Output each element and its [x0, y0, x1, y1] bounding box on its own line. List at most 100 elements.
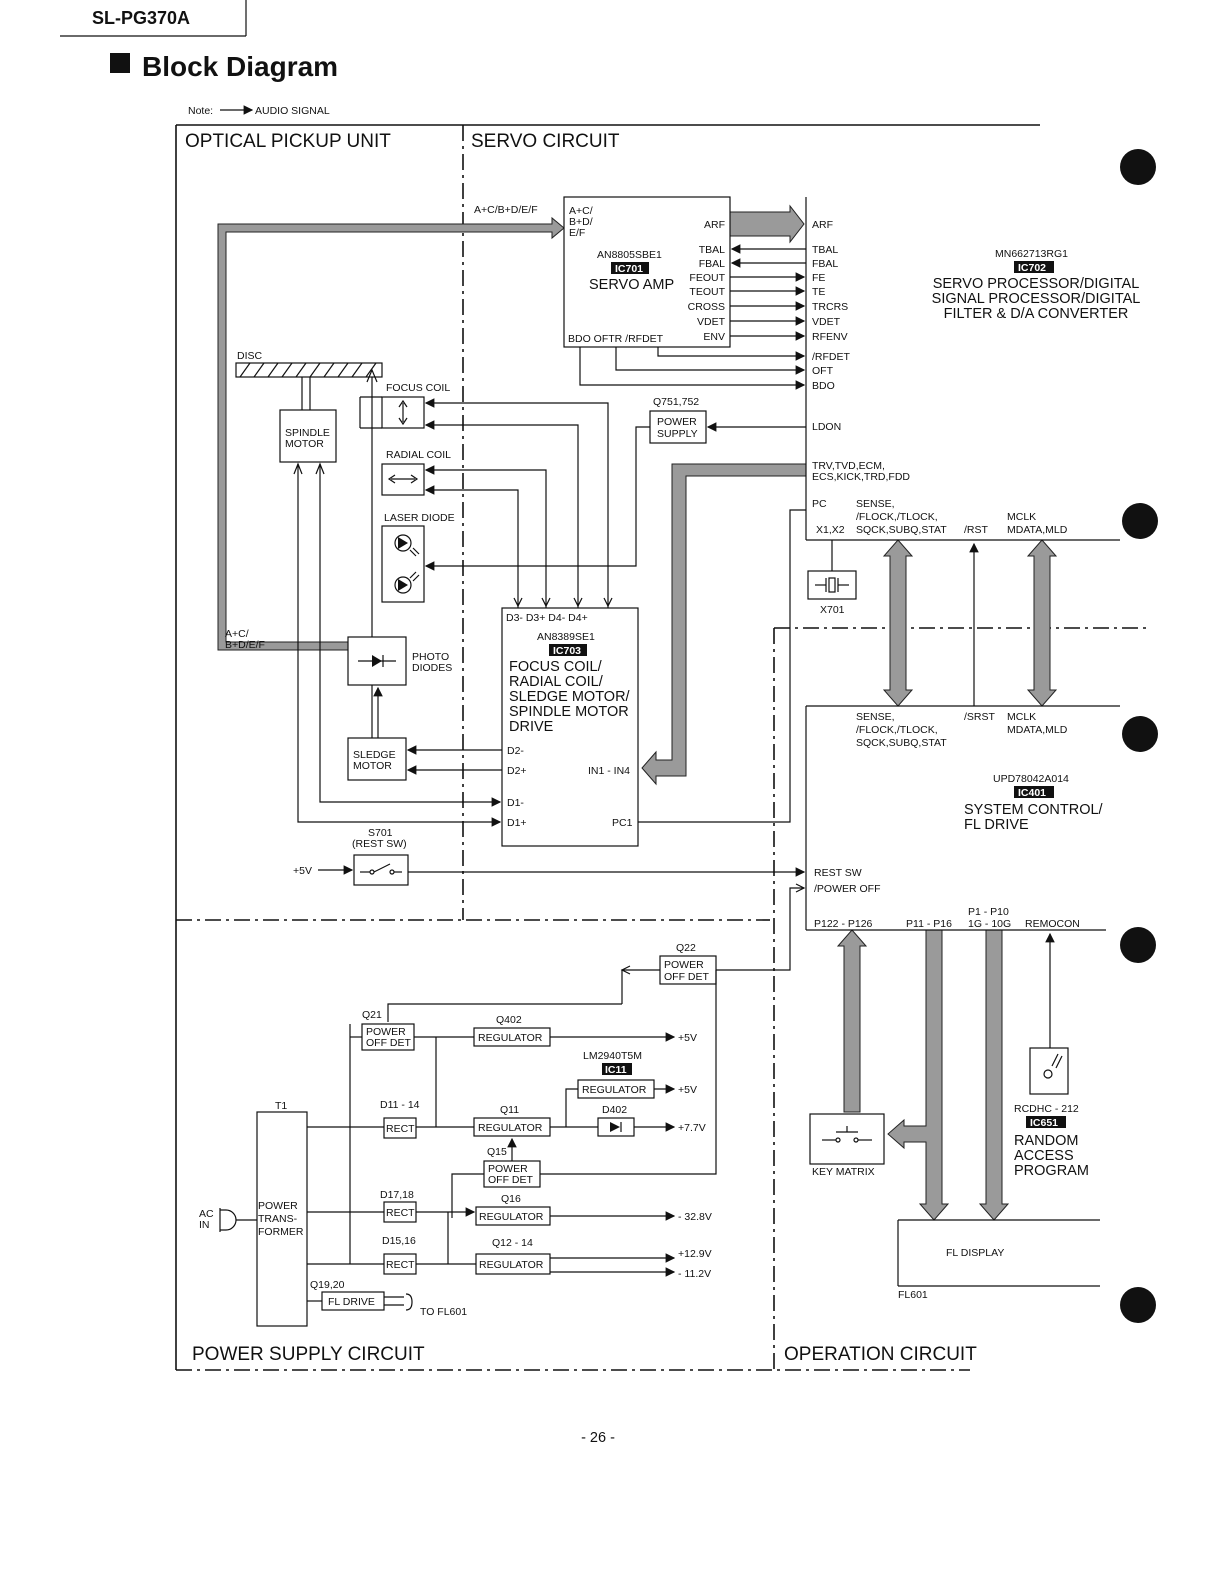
ic702-pc: PC — [812, 498, 827, 510]
ic703-label-2: RADIAL COIL/ — [509, 674, 604, 690]
switch-icon — [360, 863, 402, 875]
ic701-part: AN8805SBE1 — [597, 249, 662, 261]
ic703-d1m: D1- — [507, 797, 524, 809]
ic401-block — [805, 705, 1120, 931]
ac-in-2: IN — [199, 1219, 210, 1231]
ic701-pin: TBAL — [699, 244, 725, 256]
ic702-rst: /RST — [964, 524, 989, 536]
transformer-text-2: TRANS- — [258, 1213, 298, 1225]
ic11-badge-label: IC11 — [605, 1064, 627, 1076]
arf-bus-arrow — [729, 204, 805, 244]
s701-part: S701 — [368, 827, 393, 839]
q22-wire — [621, 969, 660, 1004]
spindle-label-2: MOTOR — [285, 438, 324, 450]
sense-bus-arrow — [882, 539, 914, 707]
ic701-in-ac: A+C/ — [569, 205, 593, 217]
ic401-remocon: REMOCON — [1025, 918, 1080, 930]
sledge-motor — [347, 737, 407, 781]
ic702-name-1: SERVO PROCESSOR/DIGITAL — [933, 276, 1140, 292]
photo-diode-icon — [358, 655, 396, 667]
section-optical-pickup: OPTICAL PICKUP UNIT — [185, 131, 391, 152]
disc-hatch — [239, 362, 377, 378]
photo-diodes — [347, 636, 407, 686]
ic401-sense-3: SQCK,SUBQ,STAT — [856, 737, 947, 749]
ic702-mclk: MCLK — [1007, 511, 1036, 523]
photo-label-2: DIODES — [412, 662, 452, 674]
ic702-badge-label: IC702 — [1018, 262, 1046, 274]
ic703-top-pins: D3- D3+ D4- D4+ — [506, 612, 588, 624]
acbd-label-2: B+D/E/F — [225, 639, 265, 651]
ic401-name-2: FL DRIVE — [964, 817, 1029, 833]
t1-label: T1 — [275, 1100, 287, 1112]
q1214-regulator — [475, 1253, 551, 1275]
voltage-7v7: +7.7V — [678, 1122, 706, 1134]
q21-text-1: POWER — [366, 1026, 406, 1038]
ic701-pins: ARF TBAL FBAL FEOUT TEOUT CROSS VDET ENV — [688, 219, 726, 343]
p11-bus-arrow — [887, 929, 950, 1221]
ic702-pin: TBAL — [812, 244, 838, 256]
q1214-text: REGULATOR — [479, 1259, 544, 1271]
ic401-poweroff: /POWER OFF — [814, 883, 881, 895]
q15-text-1: POWER — [488, 1163, 528, 1175]
q22-text-2: OFF DET — [664, 971, 709, 983]
section-servo-circuit: SERVO CIRCUIT — [471, 131, 620, 152]
ic703-d2m: D2- — [507, 745, 524, 757]
q751-label-2: SUPPLY — [657, 428, 698, 440]
ic703-part: AN8389SE1 — [537, 631, 595, 643]
voltage-32v8: - 32.8V — [678, 1211, 712, 1223]
note-audio-signal: AUDIO SIGNAL — [255, 105, 330, 117]
bus-arrows — [217, 204, 1058, 1221]
ic11-part: LM2940T5M — [583, 1050, 642, 1062]
ic11-text: REGULATOR — [582, 1084, 647, 1096]
ic702-pin: RFENV — [812, 331, 848, 343]
transformer-text-1: POWER — [258, 1200, 298, 1212]
q21-label: Q21 — [362, 1009, 382, 1021]
ic702-pin: TRCRS — [812, 301, 848, 313]
d1114-text: RECT — [386, 1123, 415, 1135]
rc-badge-label: IC651 — [1030, 1117, 1058, 1129]
photo-label-1: PHOTO — [412, 651, 449, 663]
key-matrix — [809, 1113, 885, 1165]
rc-label-2: ACCESS — [1014, 1148, 1074, 1164]
d1114-label: D11 - 14 — [380, 1099, 420, 1111]
ic401-badge — [1014, 786, 1054, 798]
focus-coil — [381, 396, 425, 429]
ic702-pin: BDO — [812, 380, 835, 392]
ic703-wires — [293, 398, 806, 827]
to-fl601: TO FL601 — [420, 1306, 467, 1318]
rest-switch — [353, 854, 409, 886]
page-number: - 26 - — [581, 1430, 615, 1446]
remote-sensor-icon — [1043, 1053, 1063, 1079]
sledge-label-2: MOTOR — [353, 760, 392, 772]
d402-label: D402 — [602, 1104, 627, 1116]
ic703-label-3: SLEDGE MOTOR/ — [509, 689, 631, 705]
ic702-pin: FBAL — [812, 258, 838, 270]
disc-label: DISC — [237, 350, 263, 362]
ic703-label-1: FOCUS COIL/ — [509, 659, 603, 675]
ic702-pins: ARF TBAL FBAL FE TE TRCRS VDET RFENV /RF… — [812, 219, 1068, 536]
acbd-label-1: A+C/ — [225, 628, 249, 640]
section-power-supply: POWER SUPPLY CIRCUIT — [192, 1344, 425, 1365]
ic701-pin: ARF — [704, 219, 725, 231]
d1114-rect — [383, 1117, 417, 1139]
voltage-12v9: +12.9V — [678, 1248, 712, 1260]
ic701-badge — [611, 262, 649, 274]
page-title: Block Diagram — [142, 51, 338, 82]
d1718-label: D17,18 — [380, 1189, 414, 1201]
mclk-bus-arrow — [1026, 539, 1058, 707]
ic702-sense-2: /FLOCK,/TLOCK, — [856, 511, 938, 523]
ic401-restsw: REST SW — [814, 867, 862, 879]
s701-name: (REST SW) — [352, 838, 407, 850]
remote-receiver — [1029, 1047, 1069, 1095]
ic703-d1p: D1+ — [507, 817, 527, 829]
ic702-pin: VDET — [812, 316, 841, 328]
ic401-p11: P11 - P16 — [906, 918, 952, 930]
fl601-label: FL601 — [898, 1289, 928, 1301]
rc-part: RCDHC - 212 — [1014, 1103, 1079, 1115]
trv-bus-arrow — [641, 463, 807, 786]
q21-text-2: OFF DET — [366, 1037, 411, 1049]
q751-part: Q751,752 — [653, 396, 699, 408]
q15-text-2: OFF DET — [488, 1174, 533, 1186]
rc-label-1: RANDOM — [1014, 1133, 1078, 1149]
